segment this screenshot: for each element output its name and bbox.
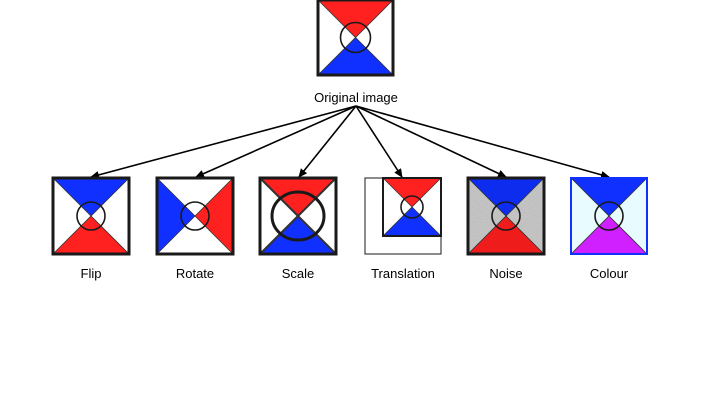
flip-image	[51, 176, 131, 256]
scale-circle	[270, 190, 326, 242]
colour-label: Colour	[590, 266, 629, 281]
translation-bottom-triangle	[383, 207, 441, 236]
scale-top-triangle	[260, 178, 336, 216]
noise-top-triangle	[468, 178, 544, 216]
arrow-to-noise	[355, 105, 507, 178]
rotate-left-triangle	[157, 178, 195, 254]
noise-circle	[491, 201, 521, 231]
translation-circle	[400, 195, 424, 219]
flip-label: Flip	[81, 266, 102, 281]
noise-label: Noise	[489, 266, 522, 281]
translation-top-triangle	[383, 178, 441, 207]
rotate-circle	[180, 201, 210, 231]
colour-image	[570, 177, 648, 255]
rotate-frame	[155, 176, 235, 256]
original-circle	[339, 21, 372, 54]
arrow-to-translation	[355, 105, 403, 178]
colour-circle	[594, 201, 624, 231]
original-frame	[316, 0, 395, 77]
rotate-label: Rotate	[176, 266, 214, 281]
scale-frame	[258, 176, 338, 256]
arrows	[90, 105, 610, 179]
colour-frame	[570, 177, 648, 255]
noise-bottom-triangle	[468, 216, 544, 254]
original-top-triangle	[318, 0, 393, 38]
flip-frame	[51, 176, 131, 256]
original-image	[316, 0, 395, 77]
noise-frame	[466, 176, 546, 256]
original-label: Original image	[314, 90, 398, 105]
original-bottom-triangle	[318, 37, 393, 75]
scale-image	[258, 176, 338, 256]
translation-image	[364, 177, 442, 255]
scale-label: Scale	[282, 266, 315, 281]
arrow-to-scale	[298, 105, 357, 178]
flip-top-triangle	[53, 178, 129, 216]
arrow-to-rotate	[195, 105, 357, 178]
colour-bottom-triangle	[571, 216, 647, 254]
rotate-right-triangle	[195, 178, 233, 254]
translation-frame	[382, 177, 442, 237]
flip-bottom-triangle	[53, 216, 129, 254]
scale-bottom-triangle	[260, 216, 336, 254]
translation-label: Translation	[371, 266, 435, 281]
flip-circle	[76, 201, 106, 231]
rotate-image	[155, 176, 235, 256]
colour-top-triangle	[571, 178, 647, 216]
arrow-to-colour	[355, 105, 610, 179]
arrow-to-flip	[90, 105, 357, 179]
noise-image	[466, 176, 546, 256]
